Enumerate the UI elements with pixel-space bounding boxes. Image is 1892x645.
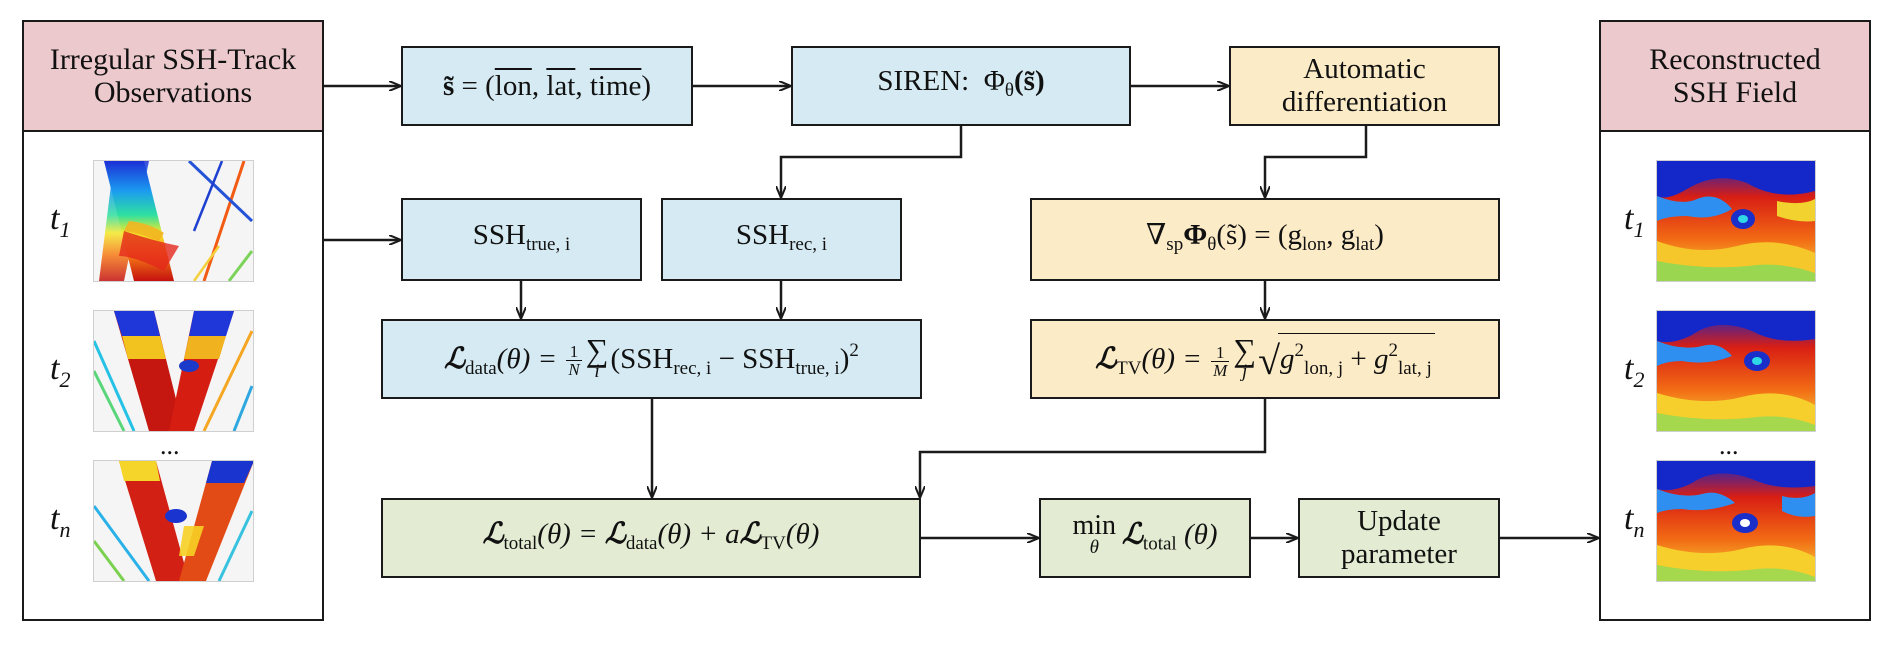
arrow-loss-tv-to-total [920,399,1267,497]
time-label-t2-right: t2 [1624,350,1645,392]
ssh-true-box: SSHtrue, i [401,198,642,281]
observation-track-image-t1 [93,160,254,282]
time-label-tn-right: tn [1624,500,1645,542]
siren-network-box: SIREN: Φθ(s̃) [791,46,1131,126]
arrow-siren-to-ssh-rec [781,126,963,197]
update-parameter-box: Update parameter [1298,498,1500,578]
ellipsis-left: ... [160,431,180,460]
time-label-tn-left: tn [50,500,71,542]
ellipsis-right: ... [1719,431,1739,460]
reconstructed-field-image-t1 [1656,160,1816,282]
input-panel-title: Irregular SSH-Track Observations [24,22,322,132]
observation-track-image-t2 [93,310,254,432]
reconstructed-field-image-tn [1656,460,1816,582]
reconstructed-field-image-t2 [1656,310,1816,432]
observation-track-image-tn [93,460,254,582]
time-label-t1-right: t1 [1624,200,1645,242]
ssh-rec-box: SSHrec, i [661,198,902,281]
output-panel-title: Reconstructed SSH Field [1601,22,1869,132]
spatial-gradient-box: ∇spΦθ(s̃) = (glon, glat) [1030,198,1500,281]
total-loss-box: ℒtotal(θ) = ℒdata(θ) + aℒTV(θ) [381,498,921,578]
automatic-differentiation-box: Automatic differentiation [1229,46,1500,126]
time-label-t2-left: t2 [50,350,71,392]
arrow-autodiff-to-gradient [1265,126,1368,197]
input-coordinates-box: s̃ = (lon, lat, time) [401,46,693,126]
time-label-t1-left: t1 [50,200,71,242]
